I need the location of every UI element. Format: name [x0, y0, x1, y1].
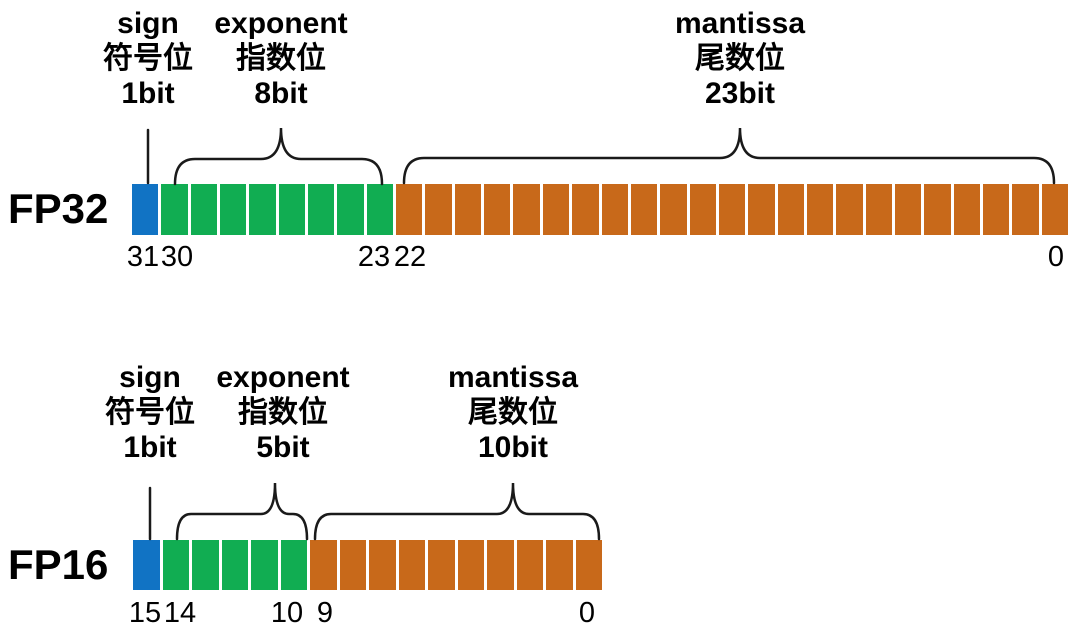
fp32-exponent-brace: [173, 127, 384, 186]
fp16-format-label: FP16: [8, 541, 109, 588]
fp16-exponent-bit-cell: [280, 540, 307, 590]
fp32-exponent-label: exponent 指数位 8bit: [214, 6, 347, 111]
fp16-bit-index-15: 15: [128, 597, 162, 629]
fp32-format-label: FP32: [8, 185, 109, 232]
fp32-mantissa-bit-cell: [777, 184, 804, 235]
fp32-mantissa-bit-cell: [454, 184, 482, 235]
fp32-mantissa-bit-cell: [1041, 184, 1068, 235]
fp32-mantissa-bit-cell: [542, 184, 570, 235]
fp32-mantissa-bit-cell: [601, 184, 628, 235]
fp16-exponent-bit-cell: [221, 540, 248, 590]
fp16-mantissa-bit-cell: [546, 540, 573, 590]
fp16-bit-index-14: 14: [163, 597, 197, 629]
fp16-mantissa-label: mantissa 尾数位 10bit: [448, 360, 578, 465]
fp16-mantissa-bit-cell: [398, 540, 425, 590]
fp16-mantissa-label-en: mantissa: [447, 361, 579, 394]
fp32-mantissa-bit-cell: [1012, 184, 1039, 235]
fp32-mantissa-bit-cell: [806, 184, 834, 235]
fp32-mantissa-bit-cell: [396, 184, 423, 235]
fp32-mantissa-label: mantissa 尾数位 23bit: [675, 6, 805, 111]
fp16-mantissa-bit-cell: [428, 540, 455, 590]
fp32-sign-label: sign 符号位 1bit: [103, 6, 193, 111]
fp16-bit-index-10: 10: [270, 597, 304, 629]
fp32-bit-index-23: 23: [357, 241, 391, 273]
fp32-mantissa-label-zh: 尾数位: [694, 42, 785, 75]
fp16-sign-bits-label: 1bit: [123, 431, 177, 464]
fp16-mantissa-brace: [313, 482, 601, 541]
fp32-mantissa-bit-cell: [924, 184, 951, 235]
fp32-sign-bit-cell: [132, 184, 159, 235]
fp32-exponent-label-zh: 指数位: [235, 42, 326, 75]
fp32-exponent-bit-cell: [190, 184, 218, 235]
fp32-exponent-bit-cell: [308, 184, 335, 235]
fp32-bit-row: [132, 184, 1068, 235]
fp16-mantissa-bit-cell: [369, 540, 396, 590]
fp16-exponent-bit-cell: [192, 540, 219, 590]
fp32-mantissa-bit-cell: [484, 184, 511, 235]
fp32-bit-index-0: 0: [1047, 241, 1065, 273]
fp16-mantissa-bits-label: 10bit: [477, 431, 549, 464]
fp32-exponent-label-en: exponent: [214, 7, 348, 40]
fp32-mantissa-bit-cell: [718, 184, 746, 235]
fp16-exponent-bit-cell: [162, 540, 189, 590]
fp16-exponent-label: exponent 指数位 5bit: [216, 360, 349, 465]
fp16-exponent-bit-cell: [251, 540, 278, 590]
fp16-mantissa-label-zh: 尾数位: [467, 396, 558, 429]
fp32-mantissa-bit-cell: [836, 184, 863, 235]
fp32-exponent-bit-cell: [161, 184, 188, 235]
fp32-mantissa-bit-cell: [572, 184, 599, 235]
fp32-mantissa-bit-cell: [894, 184, 922, 235]
fp32-exponent-bit-cell: [366, 184, 394, 235]
fp32-sign-label-zh: 符号位: [103, 42, 193, 75]
fp32-mantissa-bit-cell: [630, 184, 658, 235]
fp16-sign-label-zh: 符号位: [105, 396, 195, 429]
fp32-mantissa-bit-cell: [513, 184, 540, 235]
fp16-sign-label: sign 符号位 1bit: [105, 360, 195, 465]
fp16-bit-index-9: 9: [316, 597, 334, 629]
fp32-mantissa-label-en: mantissa: [674, 7, 806, 40]
fp16-mantissa-bit-cell: [575, 540, 602, 590]
fp32-mantissa-bits-label: 23bit: [704, 77, 776, 110]
fp32-exponent-bit-cell: [337, 184, 364, 235]
fp16-exponent-label-en: exponent: [216, 361, 350, 394]
fp32-mantissa-bit-cell: [865, 184, 892, 235]
fp32-bit-index-31: 31: [126, 241, 160, 273]
fp16-bit-row: [133, 540, 602, 590]
fp32-exponent-bit-cell: [249, 184, 276, 235]
fp32-mantissa-bit-cell: [689, 184, 716, 235]
fp32-sign-bits-label: 1bit: [121, 77, 175, 110]
fp32-mantissa-brace: [402, 127, 1056, 185]
fp32-exponent-bit-cell: [278, 184, 306, 235]
fp16-exponent-label-zh: 指数位: [237, 396, 328, 429]
fp16-sign-bit-cell: [133, 540, 160, 590]
fp32-sign-label-en: sign: [117, 7, 179, 40]
fp16-mantissa-bit-cell: [457, 540, 484, 590]
fp16-mantissa-bit-cell: [487, 540, 514, 590]
fp32-bit-index-30: 30: [160, 241, 194, 273]
fp32-exponent-bits-label: 8bit: [254, 77, 308, 110]
fp16-exponent-bits-label: 5bit: [256, 431, 310, 464]
fp32-mantissa-bit-cell: [982, 184, 1010, 235]
fp16-mantissa-bit-cell: [310, 540, 337, 590]
fp16-sign-label-en: sign: [119, 361, 181, 394]
fp32-bit-index-22: 22: [393, 241, 427, 273]
fp16-bit-index-0: 0: [578, 597, 596, 629]
fp32-mantissa-bit-cell: [425, 184, 452, 235]
fp16-mantissa-bit-cell: [339, 540, 366, 590]
fp32-mantissa-bit-cell: [953, 184, 980, 235]
fp32-mantissa-bit-cell: [748, 184, 775, 235]
fp16-mantissa-bit-cell: [516, 540, 543, 590]
fp32-mantissa-bit-cell: [660, 184, 687, 235]
fp32-exponent-bit-cell: [220, 184, 247, 235]
fp16-exponent-brace: [175, 482, 309, 541]
